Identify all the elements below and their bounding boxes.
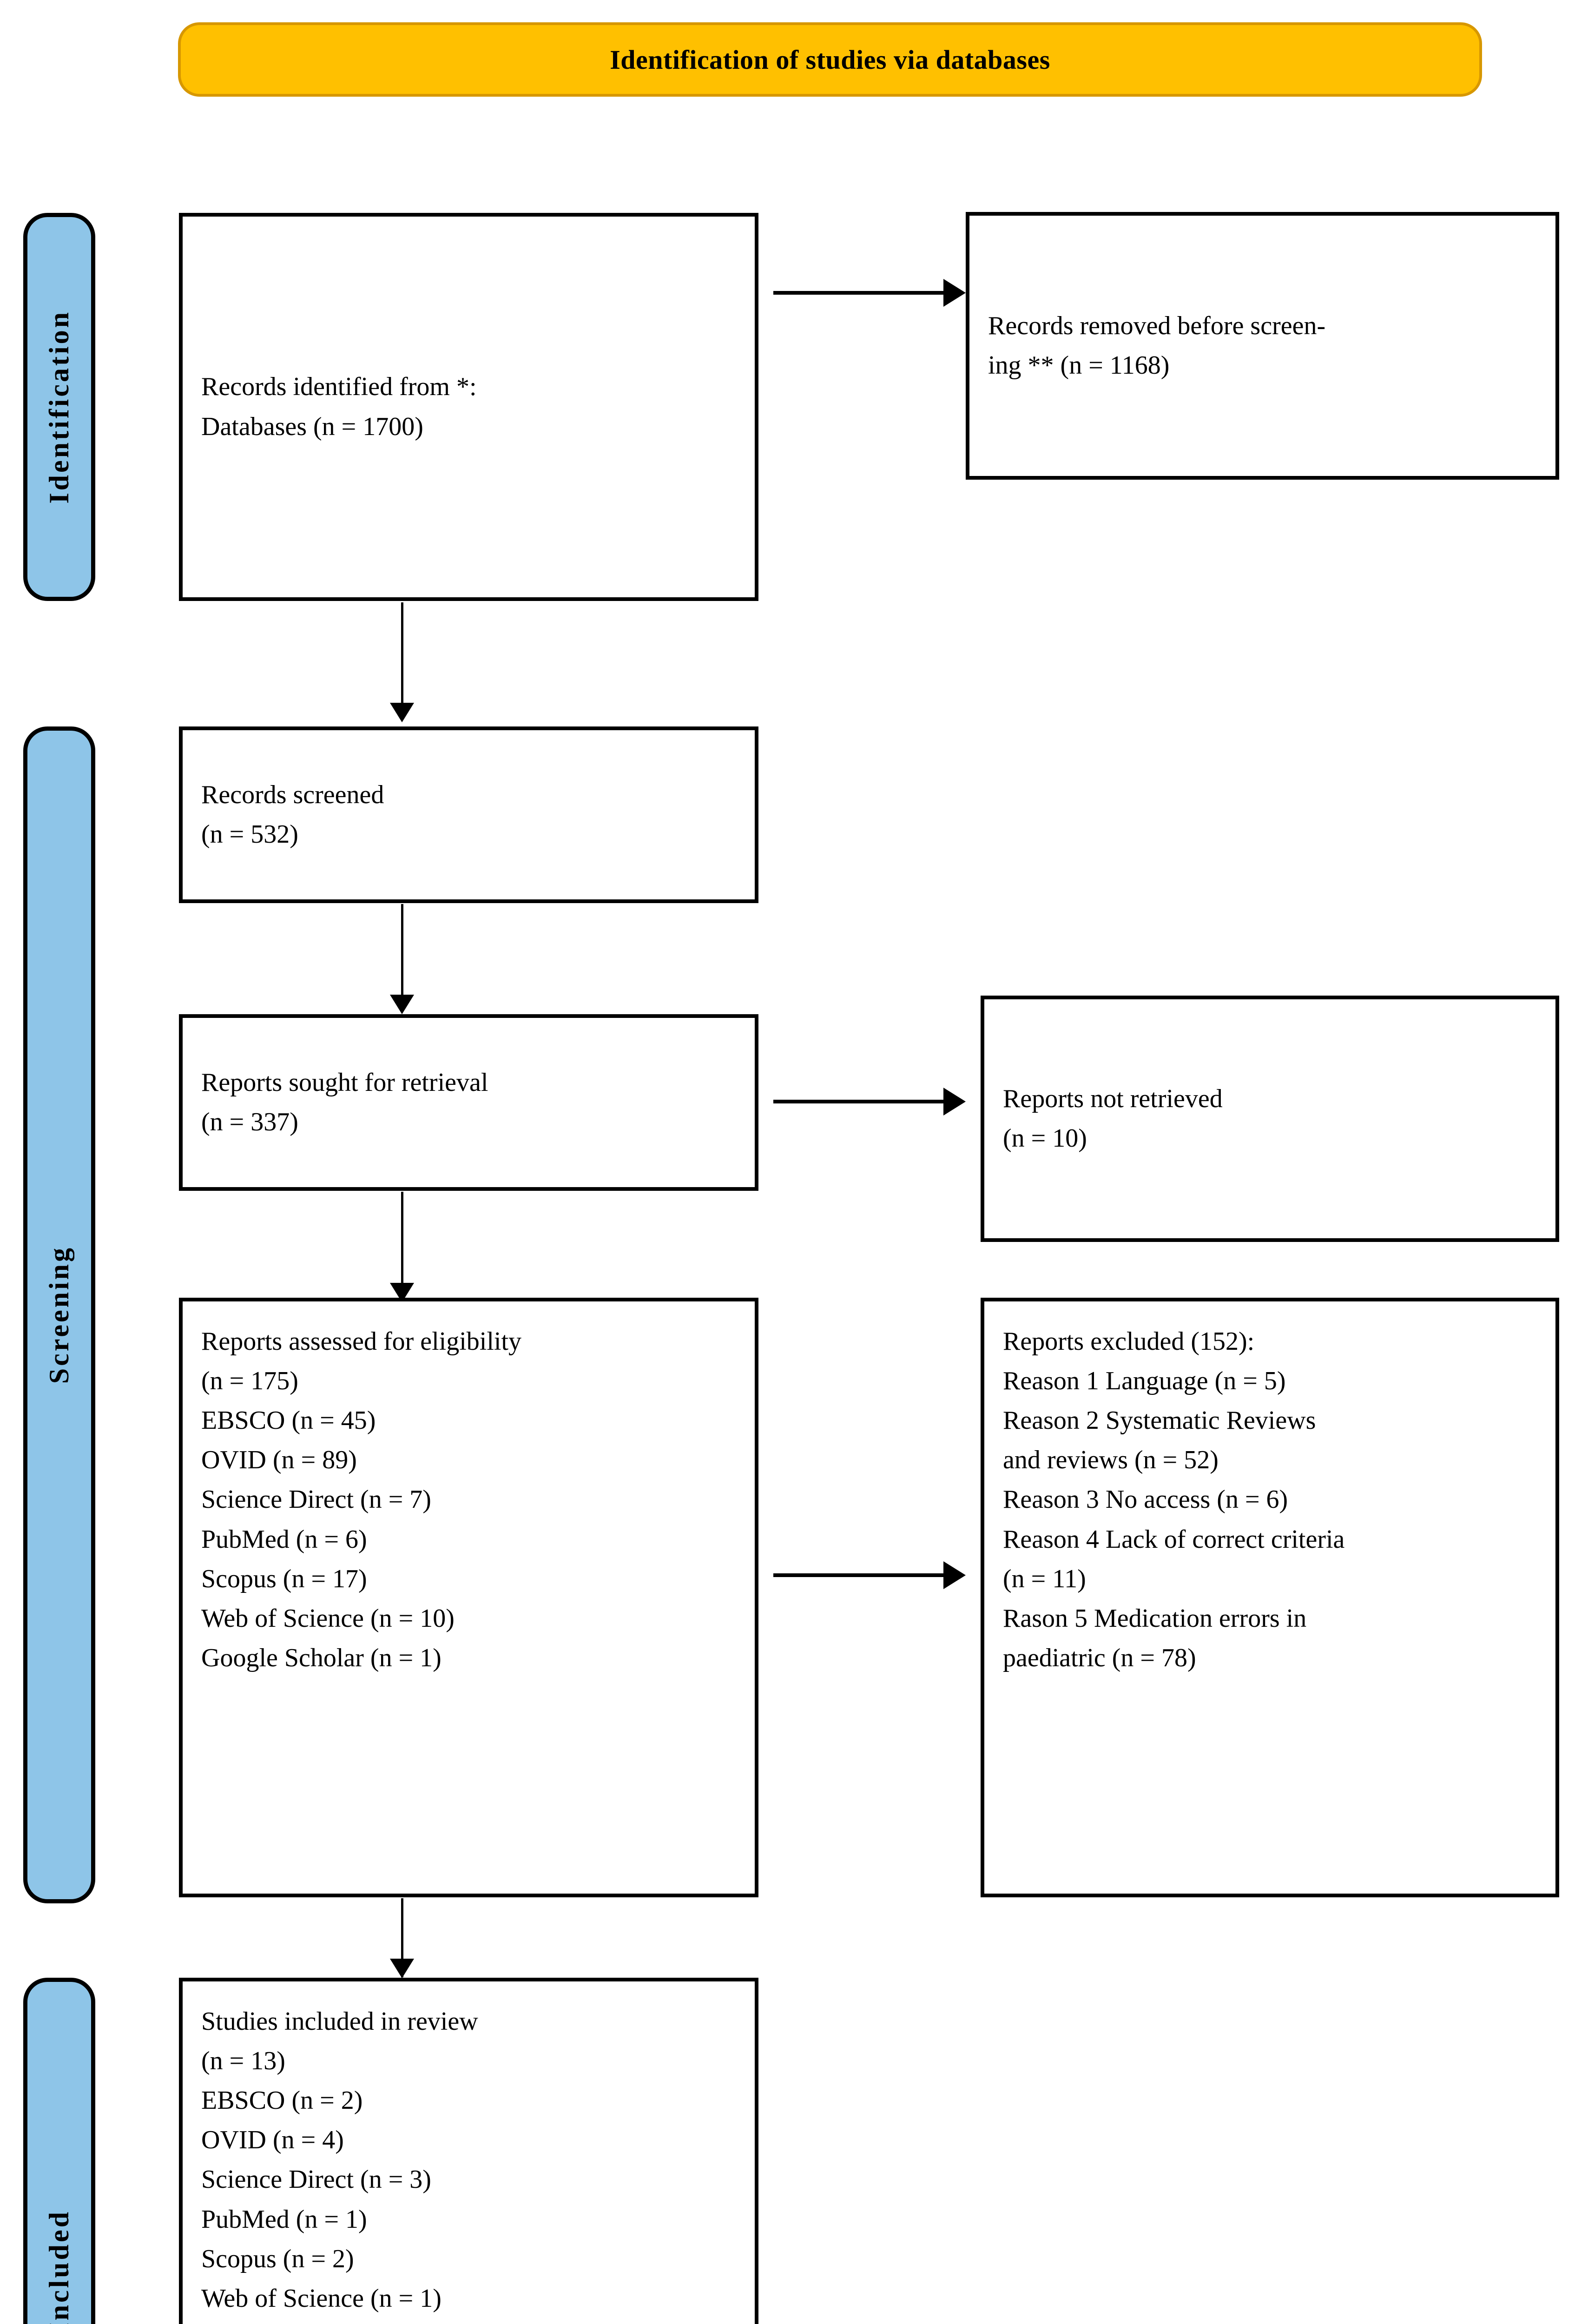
arrow-line-identified-to-removed bbox=[773, 291, 945, 295]
node-reports-excluded-line-7: (n = 11) bbox=[1003, 1564, 1086, 1593]
banner-title: Identification of studies via databases bbox=[610, 44, 1050, 75]
node-records-identified-line-2: Databases (n = 1700) bbox=[201, 412, 423, 441]
arrow-head-sought-to-not-retrieved bbox=[943, 1088, 966, 1116]
stage-pill-included: Included bbox=[23, 1978, 95, 2324]
arrow-head-screened-to-sought bbox=[390, 995, 414, 1014]
arrow-line-assessed-to-included bbox=[401, 1898, 403, 1977]
arrow-line-screened-to-sought bbox=[401, 904, 403, 997]
node-reports-excluded-line-9: paediatric (n = 78) bbox=[1003, 1643, 1196, 1672]
node-reports-excluded: Reports excluded (152): Reason 1 Languag… bbox=[981, 1298, 1559, 1897]
node-records-removed-line-2: ing ** (n = 1168) bbox=[988, 351, 1170, 380]
node-reports-assessed-for-eligibility: Reports assessed for eligibility (n = 17… bbox=[179, 1298, 758, 1897]
node-reports-excluded-line-4: and reviews (n = 52) bbox=[1003, 1446, 1219, 1475]
stage-pill-identification: Identification bbox=[23, 213, 95, 601]
node-reports-sought-line-2: (n = 337) bbox=[201, 1108, 298, 1136]
node-reports-assessed-line-6: PubMed (n = 6) bbox=[201, 1525, 367, 1554]
node-records-screened-line-2: (n = 532) bbox=[201, 820, 298, 849]
arrow-head-identified-to-screened bbox=[390, 703, 414, 722]
node-records-removed-before-screening: Records removed before screen- ing ** (n… bbox=[966, 212, 1559, 480]
arrow-line-identified-to-screened bbox=[401, 602, 403, 705]
node-reports-excluded-line-6: Reason 4 Lack of correct criteria bbox=[1003, 1525, 1345, 1554]
arrow-line-sought-to-not-retrieved bbox=[773, 1100, 945, 1103]
node-reports-excluded-line-1: Reports excluded (152): bbox=[1003, 1327, 1255, 1356]
stage-pill-screening: Screening bbox=[23, 726, 95, 1903]
banner-identification-via-databases: Identification of studies via databases bbox=[178, 22, 1482, 97]
node-reports-sought-line-1: Reports sought for retrieval bbox=[201, 1068, 488, 1097]
node-studies-included-line-5: Science Direct (n = 3) bbox=[201, 2165, 431, 2194]
node-studies-included-line-6: PubMed (n = 1) bbox=[201, 2205, 367, 2234]
node-reports-assessed-line-9: Google Scholar (n = 1) bbox=[201, 1643, 441, 1672]
node-records-screened: Records screened (n = 532) bbox=[179, 726, 758, 903]
node-reports-assessed-line-1: Reports assessed for eligibility bbox=[201, 1327, 522, 1356]
node-reports-excluded-line-2: Reason 1 Language (n = 5) bbox=[1003, 1367, 1286, 1396]
node-reports-assessed-line-3: EBSCO (n = 45) bbox=[201, 1406, 376, 1435]
node-reports-assessed-line-8: Web of Science (n = 10) bbox=[201, 1604, 455, 1633]
node-reports-assessed-line-5: Science Direct (n = 7) bbox=[201, 1485, 431, 1514]
node-records-removed-line-1: Records removed before screen- bbox=[988, 311, 1326, 340]
node-studies-included-line-4: OVID (n = 4) bbox=[201, 2126, 344, 2155]
node-records-identified-line-1: Records identified from *: bbox=[201, 372, 477, 402]
arrow-head-assessed-to-excluded bbox=[943, 1561, 966, 1589]
node-reports-excluded-line-5: Reason 3 No access (n = 6) bbox=[1003, 1485, 1288, 1514]
arrow-line-assessed-to-excluded bbox=[773, 1573, 945, 1577]
node-studies-included-line-2: (n = 13) bbox=[201, 2047, 285, 2076]
node-reports-not-retrieved: Reports not retrieved (n = 10) bbox=[981, 996, 1559, 1242]
node-studies-included-line-8: Web of Science (n = 1) bbox=[201, 2284, 441, 2313]
stage-label-identification: Identification bbox=[44, 310, 74, 504]
arrow-head-assessed-to-included bbox=[390, 1959, 414, 1978]
node-studies-included-line-1: Studies included in review bbox=[201, 2007, 478, 2036]
node-reports-excluded-line-3: Reason 2 Systematic Reviews bbox=[1003, 1406, 1316, 1435]
node-reports-assessed-line-2: (n = 175) bbox=[201, 1367, 298, 1396]
node-studies-included-line-9: Google Scholar (n = 0) bbox=[201, 2318, 736, 2324]
node-records-screened-line-1: Records screened bbox=[201, 780, 384, 809]
node-reports-not-retrieved-line-1: Reports not retrieved bbox=[1003, 1084, 1223, 1113]
arrow-line-sought-to-assessed bbox=[401, 1192, 403, 1285]
node-records-identified: Records identified from *: Databases (n … bbox=[179, 213, 758, 601]
node-reports-assessed-line-4: OVID (n = 89) bbox=[201, 1446, 357, 1475]
node-reports-assessed-line-7: Scopus (n = 17) bbox=[201, 1564, 367, 1593]
node-reports-excluded-line-8: Rason 5 Medication errors in bbox=[1003, 1604, 1307, 1633]
node-studies-included-in-review: Studies included in review (n = 13) EBSC… bbox=[179, 1978, 758, 2324]
node-reports-sought-for-retrieval: Reports sought for retrieval (n = 337) bbox=[179, 1014, 758, 1191]
stage-label-screening: Screening bbox=[44, 1246, 74, 1384]
node-studies-included-line-7: Scopus (n = 2) bbox=[201, 2244, 354, 2273]
arrow-head-identified-to-removed bbox=[943, 279, 966, 307]
node-reports-not-retrieved-line-2: (n = 10) bbox=[1003, 1124, 1087, 1153]
stage-label-included: Included bbox=[44, 2210, 74, 2324]
node-studies-included-line-3: EBSCO (n = 2) bbox=[201, 2086, 363, 2115]
